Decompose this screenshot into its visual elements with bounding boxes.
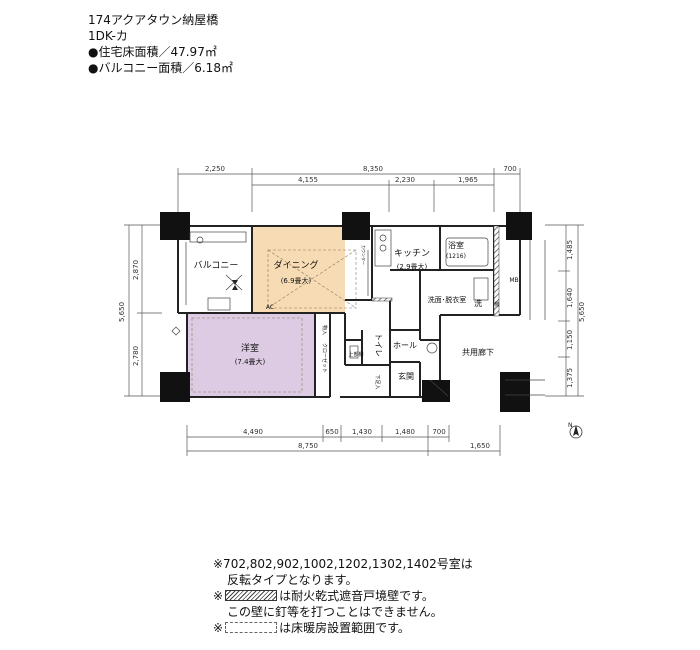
left-dimensions xyxy=(124,224,162,397)
dim-left-5650: 5,650 xyxy=(118,302,126,322)
dim-bottom-700: 700 xyxy=(432,428,445,436)
ac-label: AC xyxy=(266,304,274,311)
kitchen-size: (2.9畳大) xyxy=(397,262,428,271)
dim-bottom-8750: 8,750 xyxy=(298,442,318,450)
dim-right-1485: 1,485 xyxy=(566,240,574,260)
counter-label: カウンター xyxy=(361,245,367,265)
kitchen-fixtures xyxy=(367,229,392,296)
dim-bottom-1430: 1,430 xyxy=(352,428,372,436)
corridor-label: 共用廊下 xyxy=(462,347,494,357)
dim-right-1375: 1,375 xyxy=(566,368,574,388)
balcony-area: ●バルコニー面積／6.18㎡ xyxy=(88,61,233,75)
kitchen-label: キッチン xyxy=(394,248,430,259)
balcony-details xyxy=(185,231,247,311)
dim-top-2230: 2,230 xyxy=(395,176,415,184)
bottom-dimensions xyxy=(186,425,501,456)
right-dimensions xyxy=(545,224,584,397)
dim-top-8350: 8,350 xyxy=(363,165,383,173)
dim-bottom-1650: 1,650 xyxy=(470,442,490,450)
bath-size: (1216) xyxy=(446,253,466,260)
washer-label: 洗 xyxy=(474,298,482,308)
hall-label: ホール xyxy=(393,341,417,350)
western-room-size: (7.4畳大) xyxy=(235,357,266,366)
dim-right-1640: 1,640 xyxy=(566,288,574,308)
plan-type: 1DK-カ xyxy=(88,29,128,43)
note-line-1: ※702,802,902,1002,1202,1302,1402号室は xyxy=(213,557,473,571)
note-line-5-prefix: ※ xyxy=(213,621,224,635)
building-name: 174アクアタウン納屋橋 xyxy=(88,13,219,27)
washroom-label: 洗面･脱衣室 xyxy=(428,295,467,304)
top-dimensions xyxy=(177,168,521,212)
balcony-label: バルコニー xyxy=(194,260,239,271)
western-room-label: 洋室 xyxy=(241,342,259,354)
note-line-3-prefix: ※ xyxy=(213,589,224,603)
note-line-4: この壁に釘等を打つことはできません。 xyxy=(227,605,443,619)
entrance-label: 玄関 xyxy=(398,371,414,381)
floor-heating-range xyxy=(191,249,357,393)
floor-heating-legend xyxy=(225,622,278,633)
mb-label: MB xyxy=(509,277,518,284)
dim-bottom-4490: 4,490 xyxy=(243,428,263,436)
note-line-5-suffix: は床暖房設置範囲です。 xyxy=(279,621,410,635)
toilet-label: トイレ xyxy=(374,333,383,357)
corridor-details xyxy=(505,240,546,396)
dim-top-700: 700 xyxy=(503,165,516,173)
washer-sub-label: 機 xyxy=(494,301,499,308)
floor-area: ●住宅床面積／47.97㎡ xyxy=(88,45,217,59)
dim-top-1965: 1,965 xyxy=(458,176,478,184)
shoe-storage-label: 下足入 xyxy=(374,374,380,389)
dim-left-2780: 2,780 xyxy=(132,346,140,366)
dim-right-1150: 1,150 xyxy=(566,330,574,350)
floor-plan: 2,250 8,350 700 4,155 2,230 1,965 5,650 … xyxy=(118,165,586,456)
dim-bottom-650: 650 xyxy=(325,428,338,436)
compass-north-label: N xyxy=(568,422,573,429)
shelf-label: 上部棚 xyxy=(348,351,363,358)
notes-block: ※702,802,902,1002,1202,1302,1402号室は 反転タイ… xyxy=(213,556,473,636)
bath-fixtures xyxy=(349,237,489,359)
dim-left-2870: 2,870 xyxy=(132,260,140,280)
fire-wall-legend xyxy=(225,590,278,601)
dim-top-4155: 4,155 xyxy=(298,176,318,184)
compass: N xyxy=(568,422,583,439)
dim-top-2250: 2,250 xyxy=(205,165,225,173)
dining-label: ダイニング xyxy=(273,259,318,271)
note-line-3-suffix: は耐火乾式遮音戸境壁です。 xyxy=(279,589,434,603)
note-line-2: 反転タイプとなります。 xyxy=(227,573,358,587)
dim-right-5650: 5,650 xyxy=(578,302,586,322)
storage-label: 物入 xyxy=(321,325,328,335)
dining-size: (6.9畳大) xyxy=(281,276,312,285)
structural-columns xyxy=(160,212,532,412)
closet-label: クローゼット xyxy=(321,343,328,373)
dim-bottom-1480: 1,480 xyxy=(395,428,415,436)
western-room-fill xyxy=(187,313,315,397)
bath-label: 浴室 xyxy=(448,240,464,250)
